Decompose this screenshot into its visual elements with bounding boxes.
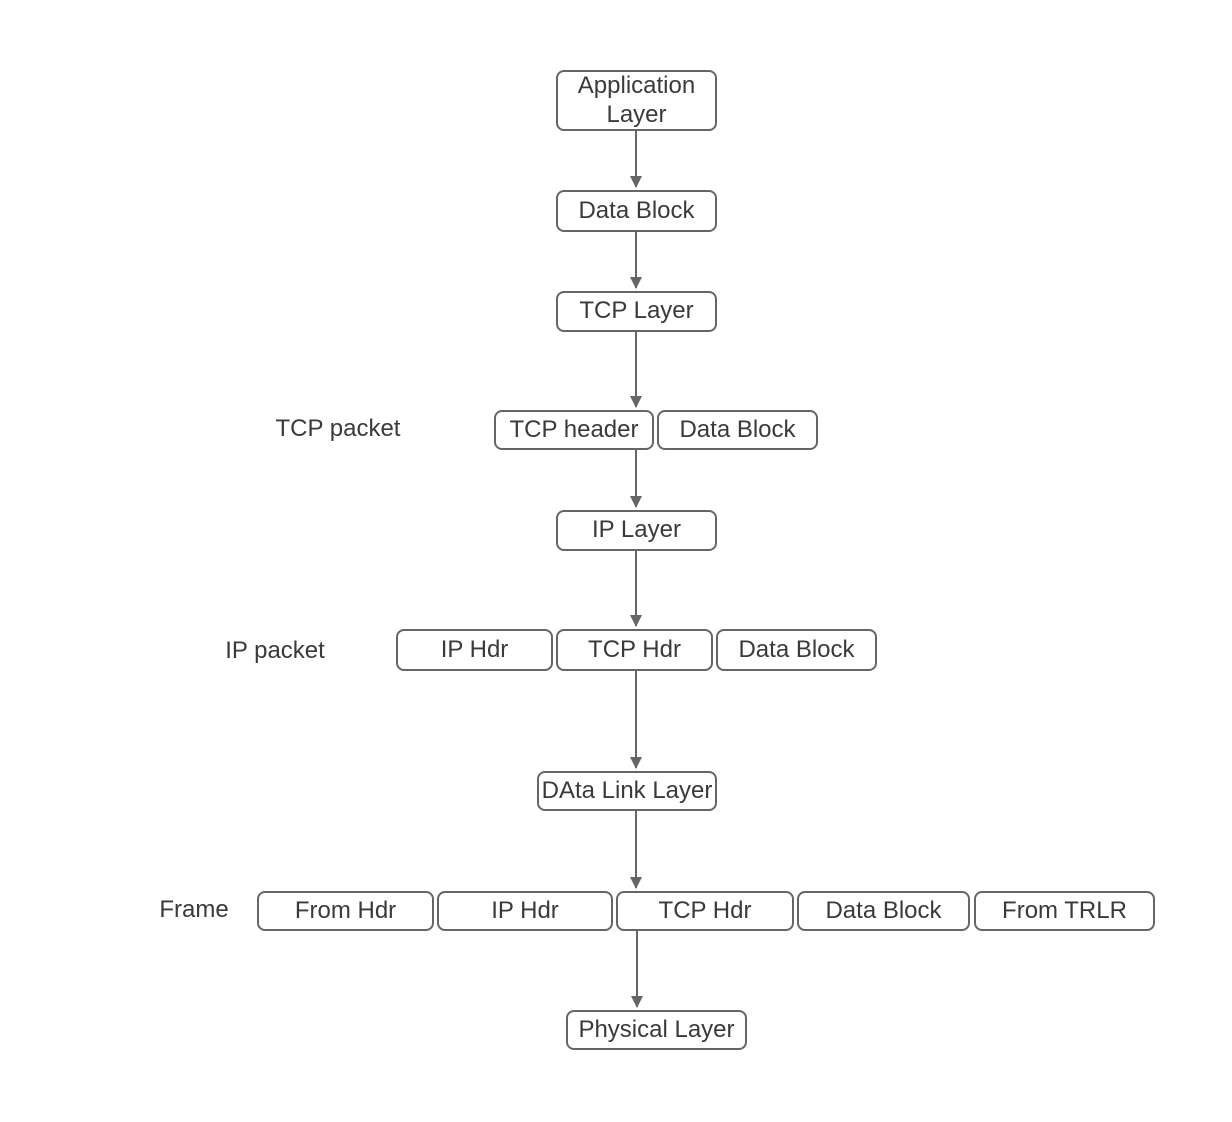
node-application-layer: Application Layer	[556, 70, 717, 131]
node-frame-from-trlr: From TRLR	[974, 891, 1155, 931]
node-tcp-layer: TCP Layer	[556, 291, 717, 332]
node-tcp-header: TCP header	[494, 410, 654, 450]
label-frame: Frame	[159, 896, 229, 923]
label-tcp-packet: TCP packet	[275, 415, 401, 442]
label-ip-packet: IP packet	[225, 637, 325, 664]
node-ip-layer: IP Layer	[556, 510, 717, 551]
node-data-link-layer: DAta Link Layer	[537, 771, 717, 811]
node-data-block-2: Data Block	[657, 410, 818, 450]
node-frame-data-block: Data Block	[797, 891, 970, 931]
node-tcp-hdr: TCP Hdr	[556, 629, 713, 671]
node-ip-hdr: IP Hdr	[396, 629, 553, 671]
node-frame-ip-hdr: IP Hdr	[437, 891, 613, 931]
node-physical-layer: Physical Layer	[566, 1010, 747, 1050]
node-frame-from-hdr: From Hdr	[257, 891, 434, 931]
node-data-block-1: Data Block	[556, 190, 717, 232]
node-data-block-3: Data Block	[716, 629, 877, 671]
node-frame-tcp-hdr: TCP Hdr	[616, 891, 794, 931]
